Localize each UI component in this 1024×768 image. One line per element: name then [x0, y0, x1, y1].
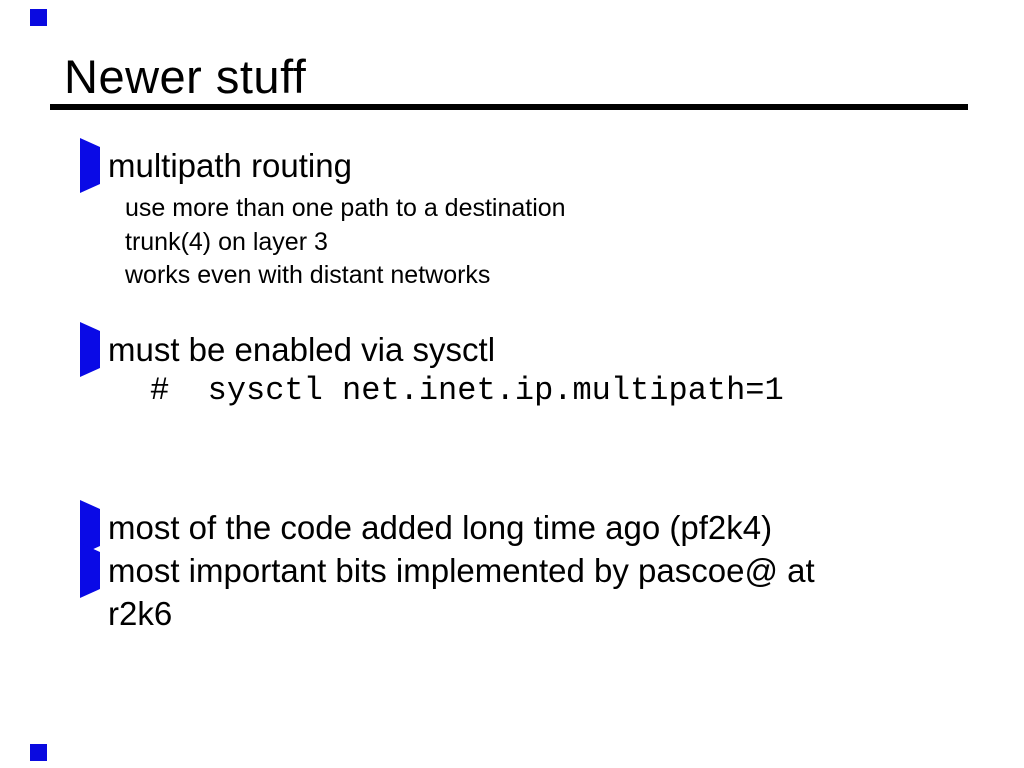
slide-title: Newer stuff — [64, 50, 307, 103]
subbullet-text: use more than one path to a destination — [125, 194, 566, 222]
corner-square-top-decoration — [30, 9, 47, 26]
title-underline — [50, 104, 968, 110]
bullet-code-added-long-ago: most of the code added long time ago (pf… — [80, 500, 773, 555]
bullet-text: most important bits implemented by pasco… — [108, 552, 815, 589]
bullet-text: most of the code added long time ago (pf… — [108, 509, 773, 546]
bullet-multipath-routing: multipath routing — [80, 138, 352, 193]
bullet-sysctl: must be enabled via sysctl — [80, 322, 496, 377]
bullet-text-continuation: r2k6 — [108, 595, 173, 632]
corner-square-bottom-decoration — [30, 744, 47, 761]
triangle-bullet-icon — [80, 543, 108, 598]
triangle-bullet-icon — [80, 322, 108, 377]
bullet-implemented-by-pascoe: most important bits implemented by pasco… — [80, 543, 815, 598]
subbullet-distant-networks: works even with distant networks — [104, 260, 490, 290]
subbullet-text: works even with distant networks — [125, 261, 491, 289]
triangle-bullet-icon — [80, 500, 108, 555]
triangle-bullet-icon — [80, 138, 108, 193]
subbullet-text: trunk(4) on layer 3 — [125, 228, 328, 256]
subbullet-trunk-layer3: trunk(4) on layer 3 — [104, 227, 328, 257]
bullet-text: multipath routing — [108, 147, 352, 184]
sysctl-command-code: # sysctl net.inet.ip.multipath=1 — [150, 372, 784, 409]
subbullet-use-more-paths: use more than one path to a destination — [104, 193, 566, 223]
bullet-text: must be enabled via sysctl — [108, 331, 496, 368]
